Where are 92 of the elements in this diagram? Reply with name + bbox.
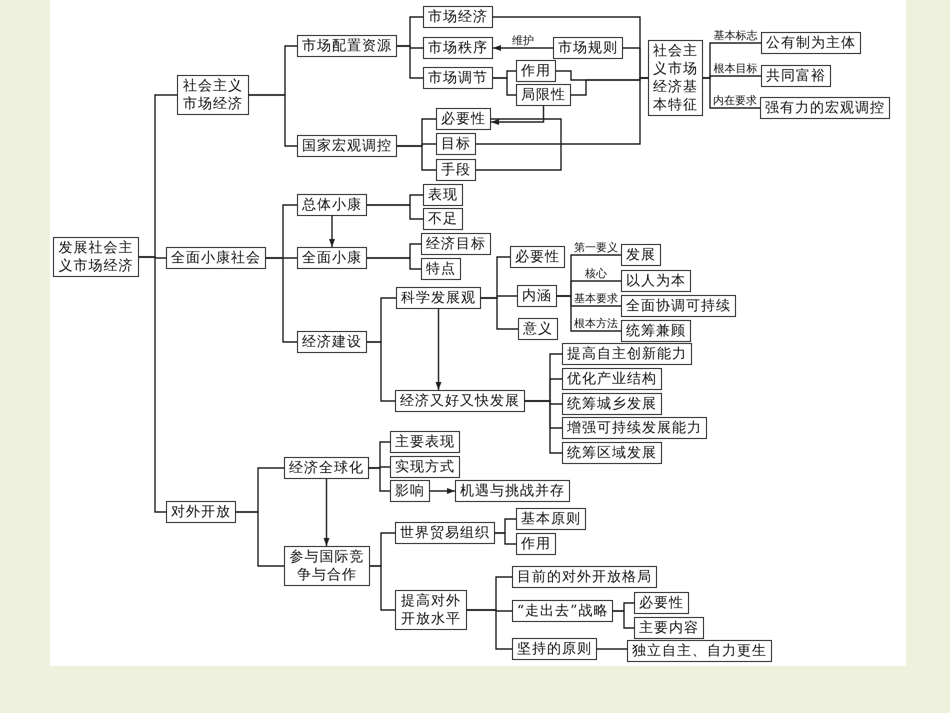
edge-label: 基本要求	[573, 292, 619, 305]
concept-box: 增强可持续发展能力	[562, 417, 707, 439]
arrow	[324, 479, 330, 546]
concept-box: 发展社会主义市场经济	[53, 237, 139, 277]
concept-box: 市场配置资源	[297, 35, 397, 57]
connector-line	[495, 532, 516, 545]
concept-box: 经济全球化	[284, 457, 369, 479]
concept-box: 主要表现	[390, 431, 460, 453]
connector-line	[397, 145, 436, 171]
connector-line	[367, 257, 421, 270]
edge-label: 维护	[511, 34, 535, 47]
concept-box: 必要性	[510, 246, 565, 268]
connector-line	[370, 565, 395, 611]
arrow	[436, 309, 442, 390]
connector-line	[493, 77, 516, 96]
arrow	[430, 488, 455, 494]
connector-line	[397, 45, 423, 79]
concept-box: 经济目标	[421, 233, 491, 255]
concept-box: 内涵	[517, 285, 557, 307]
connector-line	[481, 297, 518, 330]
concept-box: 世界贸易组织	[395, 522, 495, 544]
concept-box: 意义	[518, 318, 558, 340]
concept-box: 实现方式	[390, 456, 460, 478]
connector-line	[525, 400, 562, 454]
edge-label: 核心	[584, 267, 608, 280]
concept-box: 局限性	[516, 84, 571, 106]
arrow	[493, 45, 553, 51]
concept-box: 公有制为主体	[761, 32, 861, 54]
concept-box: 市场规则	[553, 37, 623, 59]
concept-box: 目标	[436, 133, 476, 155]
connector-line	[613, 610, 634, 629]
connector-line	[266, 257, 297, 343]
concept-box: 独立自主、自力更生	[627, 640, 772, 662]
concept-box: 提高自主创新能力	[562, 343, 692, 365]
concept-box: “走出去”战略	[512, 600, 614, 622]
concept-box: 统筹兼顾	[621, 320, 691, 342]
concept-box: 手段	[436, 159, 476, 181]
connector-line	[557, 295, 621, 332]
concept-box: 全面小康	[297, 247, 367, 269]
concept-box: 提高对外开放水平	[395, 590, 467, 630]
concept-box: 统筹城乡发展	[562, 393, 662, 415]
concept-box: 共同富裕	[761, 65, 831, 87]
concept-box: 作用	[516, 60, 556, 82]
concept-box: 强有力的宏观调控	[760, 97, 890, 119]
connector-line	[236, 511, 284, 567]
concept-box: 作用	[516, 533, 556, 555]
concept-box: 市场秩序	[423, 37, 493, 59]
concept-box: 主要内容	[634, 617, 704, 639]
edge-label: 内在要求	[712, 94, 758, 107]
concept-box: 优化产业结构	[562, 368, 662, 390]
connector-line	[597, 648, 627, 650]
concept-box: 国家宏观调控	[297, 135, 397, 157]
edge-label: 第一要义	[573, 241, 619, 254]
concept-box: 全面协调可持续	[621, 295, 736, 317]
connector-line	[369, 467, 390, 492]
connector-line	[249, 94, 297, 147]
concept-box: 科学发展观	[396, 287, 481, 309]
connector-line	[367, 204, 423, 220]
concept-box: 基本原则	[516, 508, 586, 530]
concept-box: 表现	[423, 184, 463, 206]
edge-label: 根本方法	[573, 317, 619, 330]
concept-box: 坚持的原则	[512, 638, 597, 660]
edge-label: 基本标志	[712, 29, 758, 42]
connector-line	[467, 609, 512, 650]
concept-box: 社会主义市场经济	[177, 75, 249, 115]
connector-line	[476, 77, 648, 145]
concept-box: 影响	[390, 480, 430, 502]
concept-box: 市场调节	[423, 67, 493, 89]
concept-box: 总体小康	[297, 194, 367, 216]
arrow	[329, 216, 335, 247]
concept-box: 全面小康社会	[166, 247, 266, 269]
concept-box: 对外开放	[166, 501, 236, 523]
concept-box: 必要性	[436, 108, 491, 130]
concept-box: 不足	[423, 208, 463, 230]
connector-line	[139, 256, 166, 513]
concept-box: 经济又好又快发展	[395, 390, 525, 412]
concept-box: 社会主义市场经济基本特征	[648, 40, 703, 116]
concept-box: 发展	[621, 244, 661, 266]
connector-line	[367, 341, 395, 402]
concept-box: 特点	[421, 258, 461, 280]
concept-box: 市场经济	[423, 6, 493, 28]
arrow	[491, 106, 544, 125]
connector-line	[703, 77, 760, 109]
concept-box: 统筹区域发展	[562, 442, 662, 464]
edge-label: 根本目标	[712, 62, 758, 75]
concept-box: 目前的对外开放格局	[512, 566, 657, 588]
concept-box: 以人为本	[621, 270, 691, 292]
concept-box: 机遇与挑战并存	[455, 480, 570, 502]
connector-line	[476, 118, 562, 171]
concept-box: 参与国际竞争与合作	[284, 546, 370, 586]
concept-box: 经济建设	[297, 331, 367, 353]
concept-box: 必要性	[634, 592, 689, 614]
